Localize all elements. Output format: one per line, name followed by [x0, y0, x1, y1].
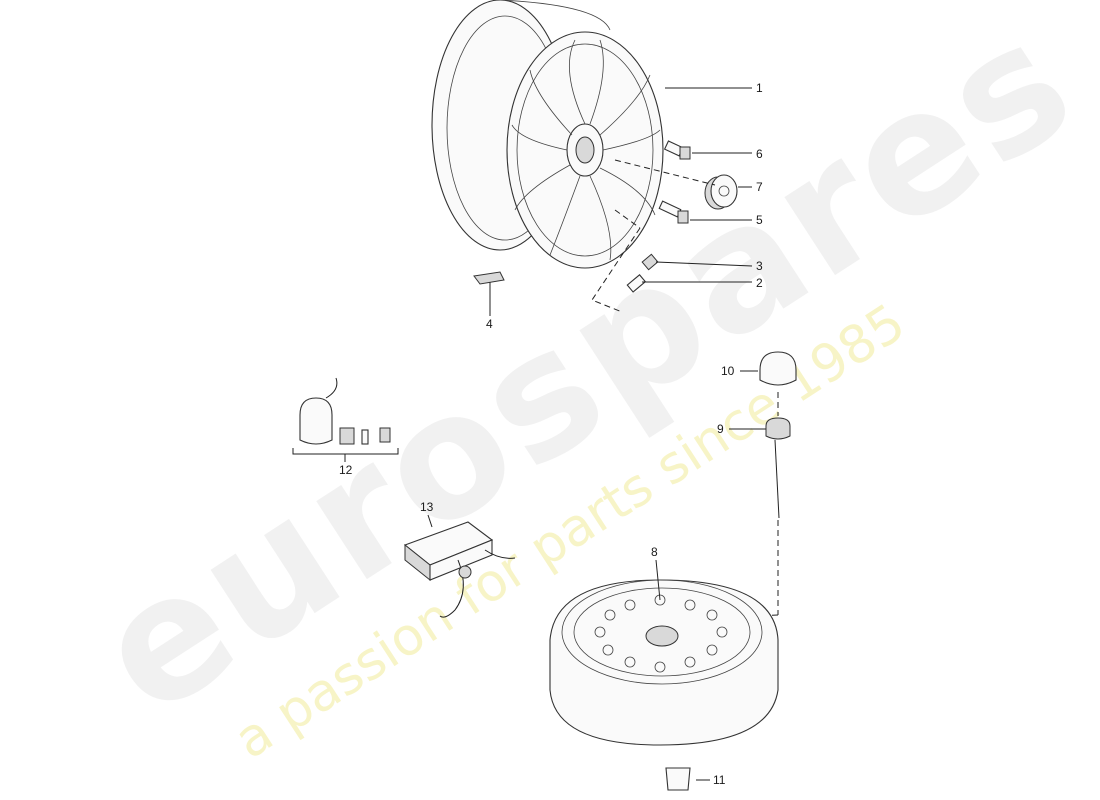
callout-6: 6: [756, 147, 763, 161]
leader-lines: [292, 87, 766, 781]
callout-9: 9: [717, 422, 724, 436]
callout-2: 2: [756, 276, 763, 290]
callout-5: 5: [756, 213, 763, 227]
callout-11: 11: [713, 773, 726, 787]
callout-1: 1: [756, 81, 763, 95]
callout-8: 8: [651, 545, 658, 559]
callout-10: 10: [721, 364, 735, 378]
callout-4: 4: [486, 317, 493, 331]
callout-3: 3: [756, 259, 763, 273]
bolt-5[interactable]: [658, 200, 689, 224]
spare-wheel-8[interactable]: [549, 579, 779, 746]
wheel-bolt-6[interactable]: [663, 140, 691, 160]
holder-9[interactable]: [765, 417, 791, 519]
compressor-13[interactable]: [403, 521, 516, 618]
callout-labels: 1 2 3 4 5 6 7 8 9 10 11 12 13: [339, 81, 763, 787]
knob-10[interactable]: [759, 351, 797, 386]
sleeve-11[interactable]: [665, 767, 691, 791]
alloy-wheel[interactable]: [431, 0, 664, 269]
valve-cap-3[interactable]: [641, 253, 659, 271]
assembly-lines-wheel: [591, 159, 716, 313]
callout-13: 13: [420, 500, 434, 514]
callout-12: 12: [339, 463, 353, 477]
tyre-sealant-kit-12[interactable]: [299, 377, 391, 445]
callout-7: 7: [756, 180, 763, 194]
balance-weight-4[interactable]: [473, 271, 505, 285]
center-cap-7[interactable]: [704, 174, 738, 210]
valve-2[interactable]: [626, 274, 647, 293]
